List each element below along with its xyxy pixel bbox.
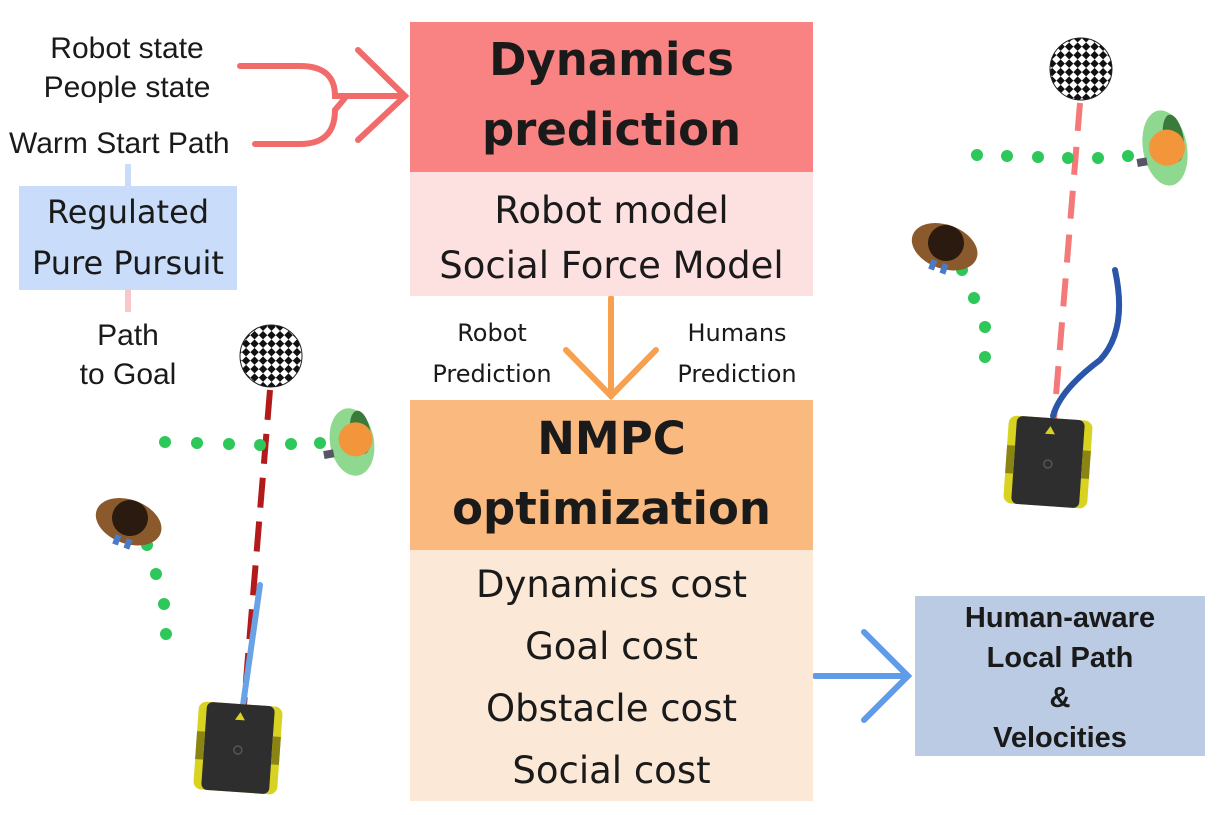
input-merge-arrow bbox=[237, 47, 410, 147]
person-icon bbox=[323, 408, 375, 476]
output-arrow bbox=[812, 629, 913, 723]
output-line-1: Human-aware bbox=[964, 602, 1156, 634]
nmpc-header: NMPC optimization bbox=[410, 400, 813, 550]
robot-model-item: Robot model bbox=[494, 189, 729, 232]
dynamics-body: Robot model Social Force Model bbox=[410, 172, 813, 296]
path-to-goal-line-1: Path bbox=[97, 319, 159, 352]
social-force-model-item: Social Force Model bbox=[439, 244, 784, 287]
warm-start-label: Warm Start Path bbox=[9, 127, 230, 160]
robot-state-label: Robot state bbox=[50, 32, 204, 65]
robot-prediction-line-1: Robot bbox=[457, 319, 527, 347]
path-to-goal-line-2: to Goal bbox=[79, 358, 177, 391]
human-path-left-vertical bbox=[141, 539, 172, 640]
prediction-arrow bbox=[563, 295, 659, 401]
dynamics-title-1: Dynamics bbox=[489, 33, 734, 86]
human-path-left-horizontal bbox=[159, 436, 326, 451]
output-line-3: & bbox=[1049, 682, 1071, 715]
output-box: Human-aware Local Path & Velocities bbox=[915, 596, 1205, 756]
person-icon bbox=[95, 498, 162, 550]
dynamics-cost-item: Dynamics cost bbox=[476, 563, 747, 606]
goal-flag-icon bbox=[239, 324, 303, 388]
robot-icon bbox=[1003, 415, 1093, 509]
humans-prediction-line-2: Prediction bbox=[677, 359, 797, 388]
human-path-right-vertical bbox=[956, 264, 991, 363]
obstacle-cost-item: Obstacle cost bbox=[486, 687, 737, 730]
rpp-path-right bbox=[1051, 102, 1083, 421]
nmpc-title-2: optimization bbox=[452, 481, 771, 535]
dynamics-header: Dynamics prediction bbox=[410, 22, 813, 172]
nmpc-path-right bbox=[1050, 267, 1123, 419]
robot-prediction-label: Robot Prediction bbox=[418, 313, 566, 395]
goal-cost-item: Goal cost bbox=[525, 625, 698, 668]
rpp-path-left bbox=[241, 389, 273, 706]
person-icon bbox=[1136, 110, 1188, 186]
rpp-line-1: Regulated bbox=[46, 193, 210, 231]
robot-icon bbox=[193, 701, 283, 795]
humans-prediction-line-1: Humans bbox=[687, 319, 787, 347]
output-line-4: Velocities bbox=[993, 722, 1127, 755]
nmpc-body: Dynamics cost Goal cost Obstacle cost So… bbox=[410, 550, 813, 801]
people-state-label: People state bbox=[43, 71, 211, 104]
person-icon bbox=[911, 223, 978, 275]
nmpc-title-1: NMPC bbox=[537, 412, 686, 465]
human-path-right-horizontal bbox=[971, 149, 1134, 164]
right-scene bbox=[911, 37, 1188, 509]
rpp-line-2: Pure Pursuit bbox=[32, 244, 224, 283]
path-to-goal-label: Path to Goal bbox=[58, 316, 198, 394]
left-scene bbox=[95, 324, 375, 795]
goal-flag-icon bbox=[1049, 37, 1113, 101]
humans-prediction-label: Humans Prediction bbox=[664, 313, 810, 395]
nmpc-path-left bbox=[240, 582, 263, 708]
dynamics-title-2: prediction bbox=[481, 102, 742, 156]
input-labels: Robot state People state bbox=[22, 29, 232, 107]
output-line-2: Local Path bbox=[986, 642, 1134, 675]
social-cost-item: Social cost bbox=[512, 749, 711, 792]
rpp-box: Regulated Pure Pursuit bbox=[19, 186, 237, 290]
robot-prediction-line-2: Prediction bbox=[432, 359, 552, 388]
